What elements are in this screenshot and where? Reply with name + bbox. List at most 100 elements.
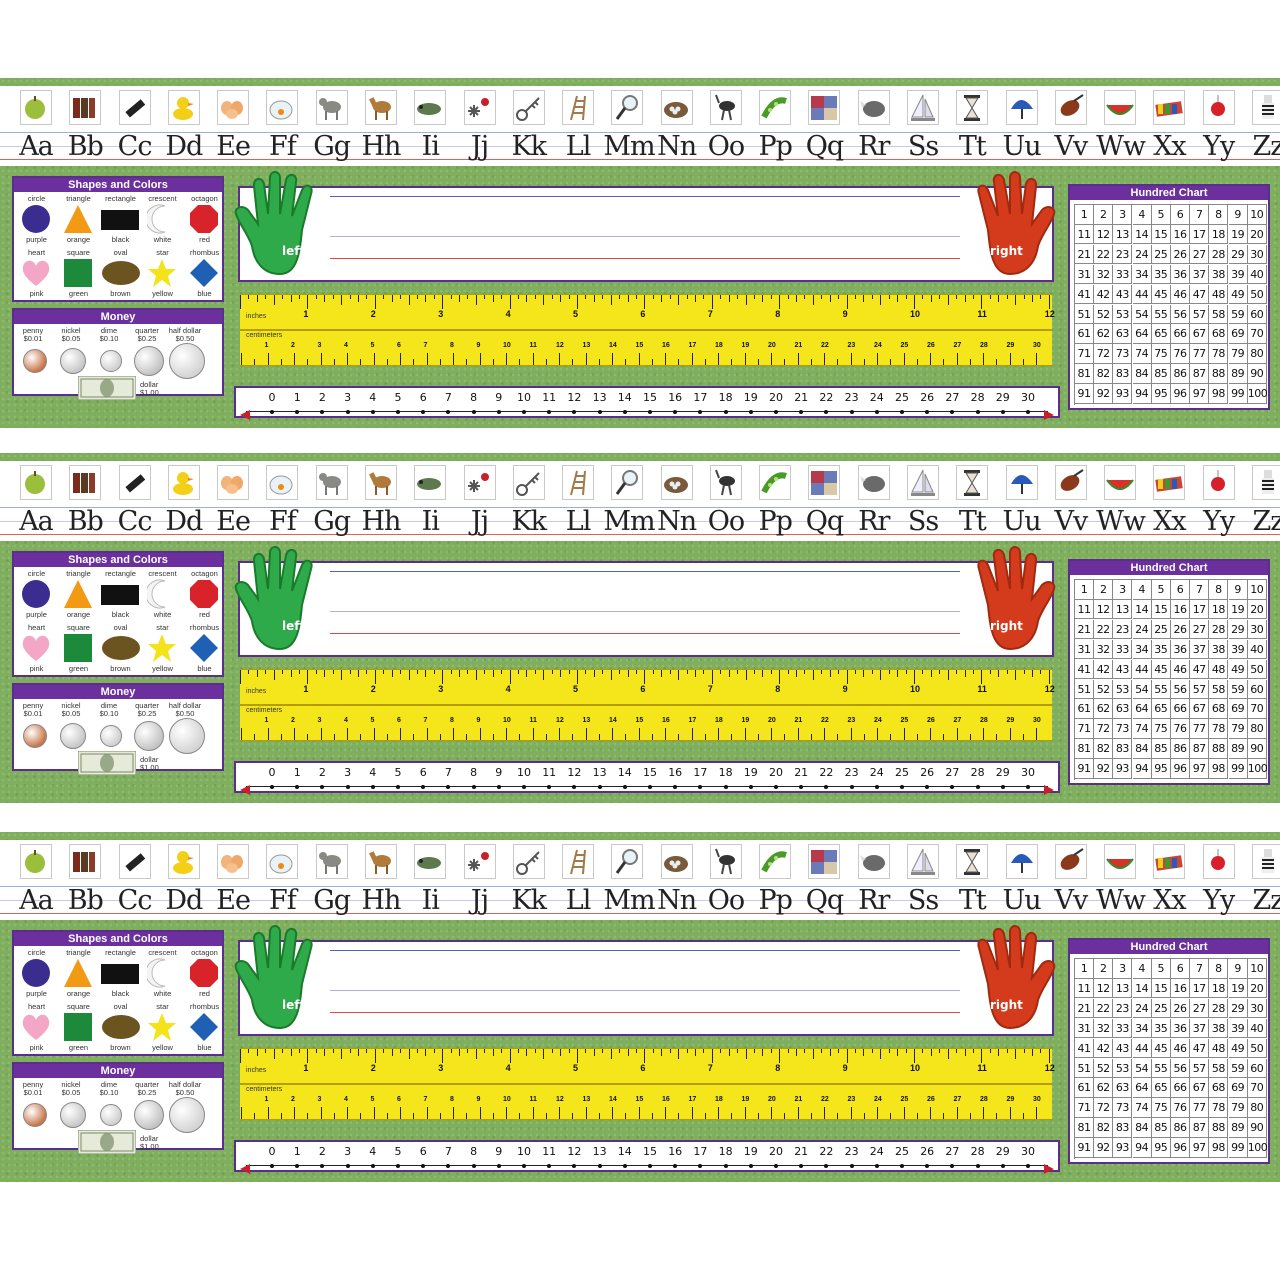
inch-number: 10 (910, 684, 921, 694)
triangle-icon (63, 958, 93, 993)
ruler-tick (577, 670, 578, 684)
centimeter-number: 14 (609, 342, 617, 349)
number-line-point (370, 785, 375, 789)
name-writing-area[interactable] (238, 561, 1054, 657)
hundred-chart-cell: 10 (1247, 580, 1267, 600)
hourglass-icon (956, 90, 989, 125)
number-line-point (849, 410, 854, 414)
ruler-tick (307, 1049, 309, 1063)
centimeter-number: 14 (609, 717, 617, 724)
alphabet-letter: Hh (361, 131, 401, 162)
alphabet-letter: Tt (958, 506, 987, 537)
number-line-label: 23 (844, 1145, 859, 1158)
number-line-label: 12 (567, 1145, 582, 1158)
ruler-tick (459, 1049, 461, 1056)
hundred-chart-cell: 11 (1075, 224, 1094, 245)
apple-icon-image (25, 470, 45, 494)
hundred-chart-cell: 58 (1209, 679, 1229, 699)
horse-icon-image (369, 471, 391, 495)
centimeter-number: 18 (715, 342, 723, 349)
ruler-tick (711, 670, 713, 684)
ruler-tick (519, 359, 521, 365)
umbrella-icon-image (1010, 474, 1033, 494)
hundred-chart-cell: 19 (1228, 224, 1248, 245)
ruler-tick (290, 295, 292, 302)
coin-value: $0.10 (99, 334, 119, 343)
hundred-chart-cell: 21 (1075, 619, 1094, 640)
ruler-tick (366, 1049, 368, 1053)
shape-name: crescent (148, 948, 177, 957)
ruler-tick (930, 728, 931, 740)
ruler-tick (241, 353, 242, 365)
number-line-label: 17 (693, 766, 708, 779)
centimeter-number: 28 (980, 717, 988, 724)
eggs-icon-image (221, 100, 244, 119)
hundred-chart-cell: 48 (1209, 659, 1229, 680)
centimeter-number: 15 (635, 342, 644, 349)
alphabet-letter: Ss (907, 506, 939, 537)
ruler-tick (568, 1049, 570, 1053)
hundred-chart-cell: 69 (1228, 1078, 1248, 1098)
inch-number: 6 (640, 1063, 646, 1073)
ruler-tick (784, 359, 786, 365)
hundred-chart-cell: 34 (1132, 1018, 1152, 1039)
hundred-chart-cell: 84 (1132, 739, 1152, 759)
coin-name: dime (100, 326, 118, 335)
rectangle-icon (101, 579, 141, 614)
ruler-tick (981, 670, 983, 684)
ruler-tick (383, 295, 385, 299)
alphabet-letter: Gg (313, 506, 351, 537)
ruler-tick (442, 670, 444, 684)
writing-guide-line (330, 990, 960, 991)
ruler-tick (240, 1049, 241, 1063)
alphabet-letter: Xx (1153, 131, 1186, 162)
ruler-tick (989, 295, 991, 299)
number-line-label: 14 (617, 766, 632, 779)
number-line-point (874, 785, 879, 789)
ruler-tick (877, 1107, 878, 1119)
ruler-tick (282, 670, 284, 674)
ruler-tick (572, 734, 574, 740)
zebra-icon-image (1262, 94, 1274, 119)
hundred-chart-cell: 100 (1247, 384, 1268, 404)
number-line-label: 10 (517, 1145, 531, 1158)
books-icon-image (73, 97, 96, 118)
square-shape (64, 259, 92, 287)
number-line-point (1026, 1164, 1030, 1168)
hundred-chart-cell: 52 (1094, 1058, 1114, 1078)
centimeter-number: 5 (370, 717, 375, 724)
arrow-right-icon (1044, 407, 1054, 425)
number-line-point (496, 1164, 501, 1168)
centimeter-number: 13 (582, 1096, 591, 1103)
ruler-tick (720, 295, 722, 299)
hundred-chart-cell: 47 (1190, 1038, 1210, 1059)
hundred-chart-cell: 45 (1151, 1038, 1171, 1059)
ruler-tick (492, 734, 494, 740)
ruler-tick (652, 295, 654, 299)
ruler-tick (779, 670, 781, 684)
ruler-tick (1048, 670, 1050, 684)
quilt-icon-image (811, 849, 838, 874)
alphabet-letter: Aa (19, 131, 54, 162)
shape-name: star (156, 248, 169, 257)
octagon-icon (189, 204, 219, 239)
ruler-tick (280, 359, 282, 365)
ruler-tick (651, 1113, 653, 1119)
hundred-chart-cell: 16 (1171, 978, 1190, 999)
ruler-tick (711, 295, 713, 309)
alphabet-letter: Ss (907, 131, 939, 162)
alphabet-letter: Dd (165, 506, 203, 537)
dime-coin-icon (100, 725, 122, 747)
fishbowl-icon-image (269, 475, 293, 494)
centimeter-number: 13 (582, 342, 591, 349)
ruler-tick (1015, 295, 1017, 305)
hundred-chart-cell: 2 (1094, 205, 1114, 225)
name-writing-area[interactable] (238, 186, 1054, 282)
hundred-chart-cell: 20 (1247, 224, 1267, 245)
name-writing-area[interactable] (238, 940, 1054, 1036)
ruler-tick (744, 1107, 746, 1119)
